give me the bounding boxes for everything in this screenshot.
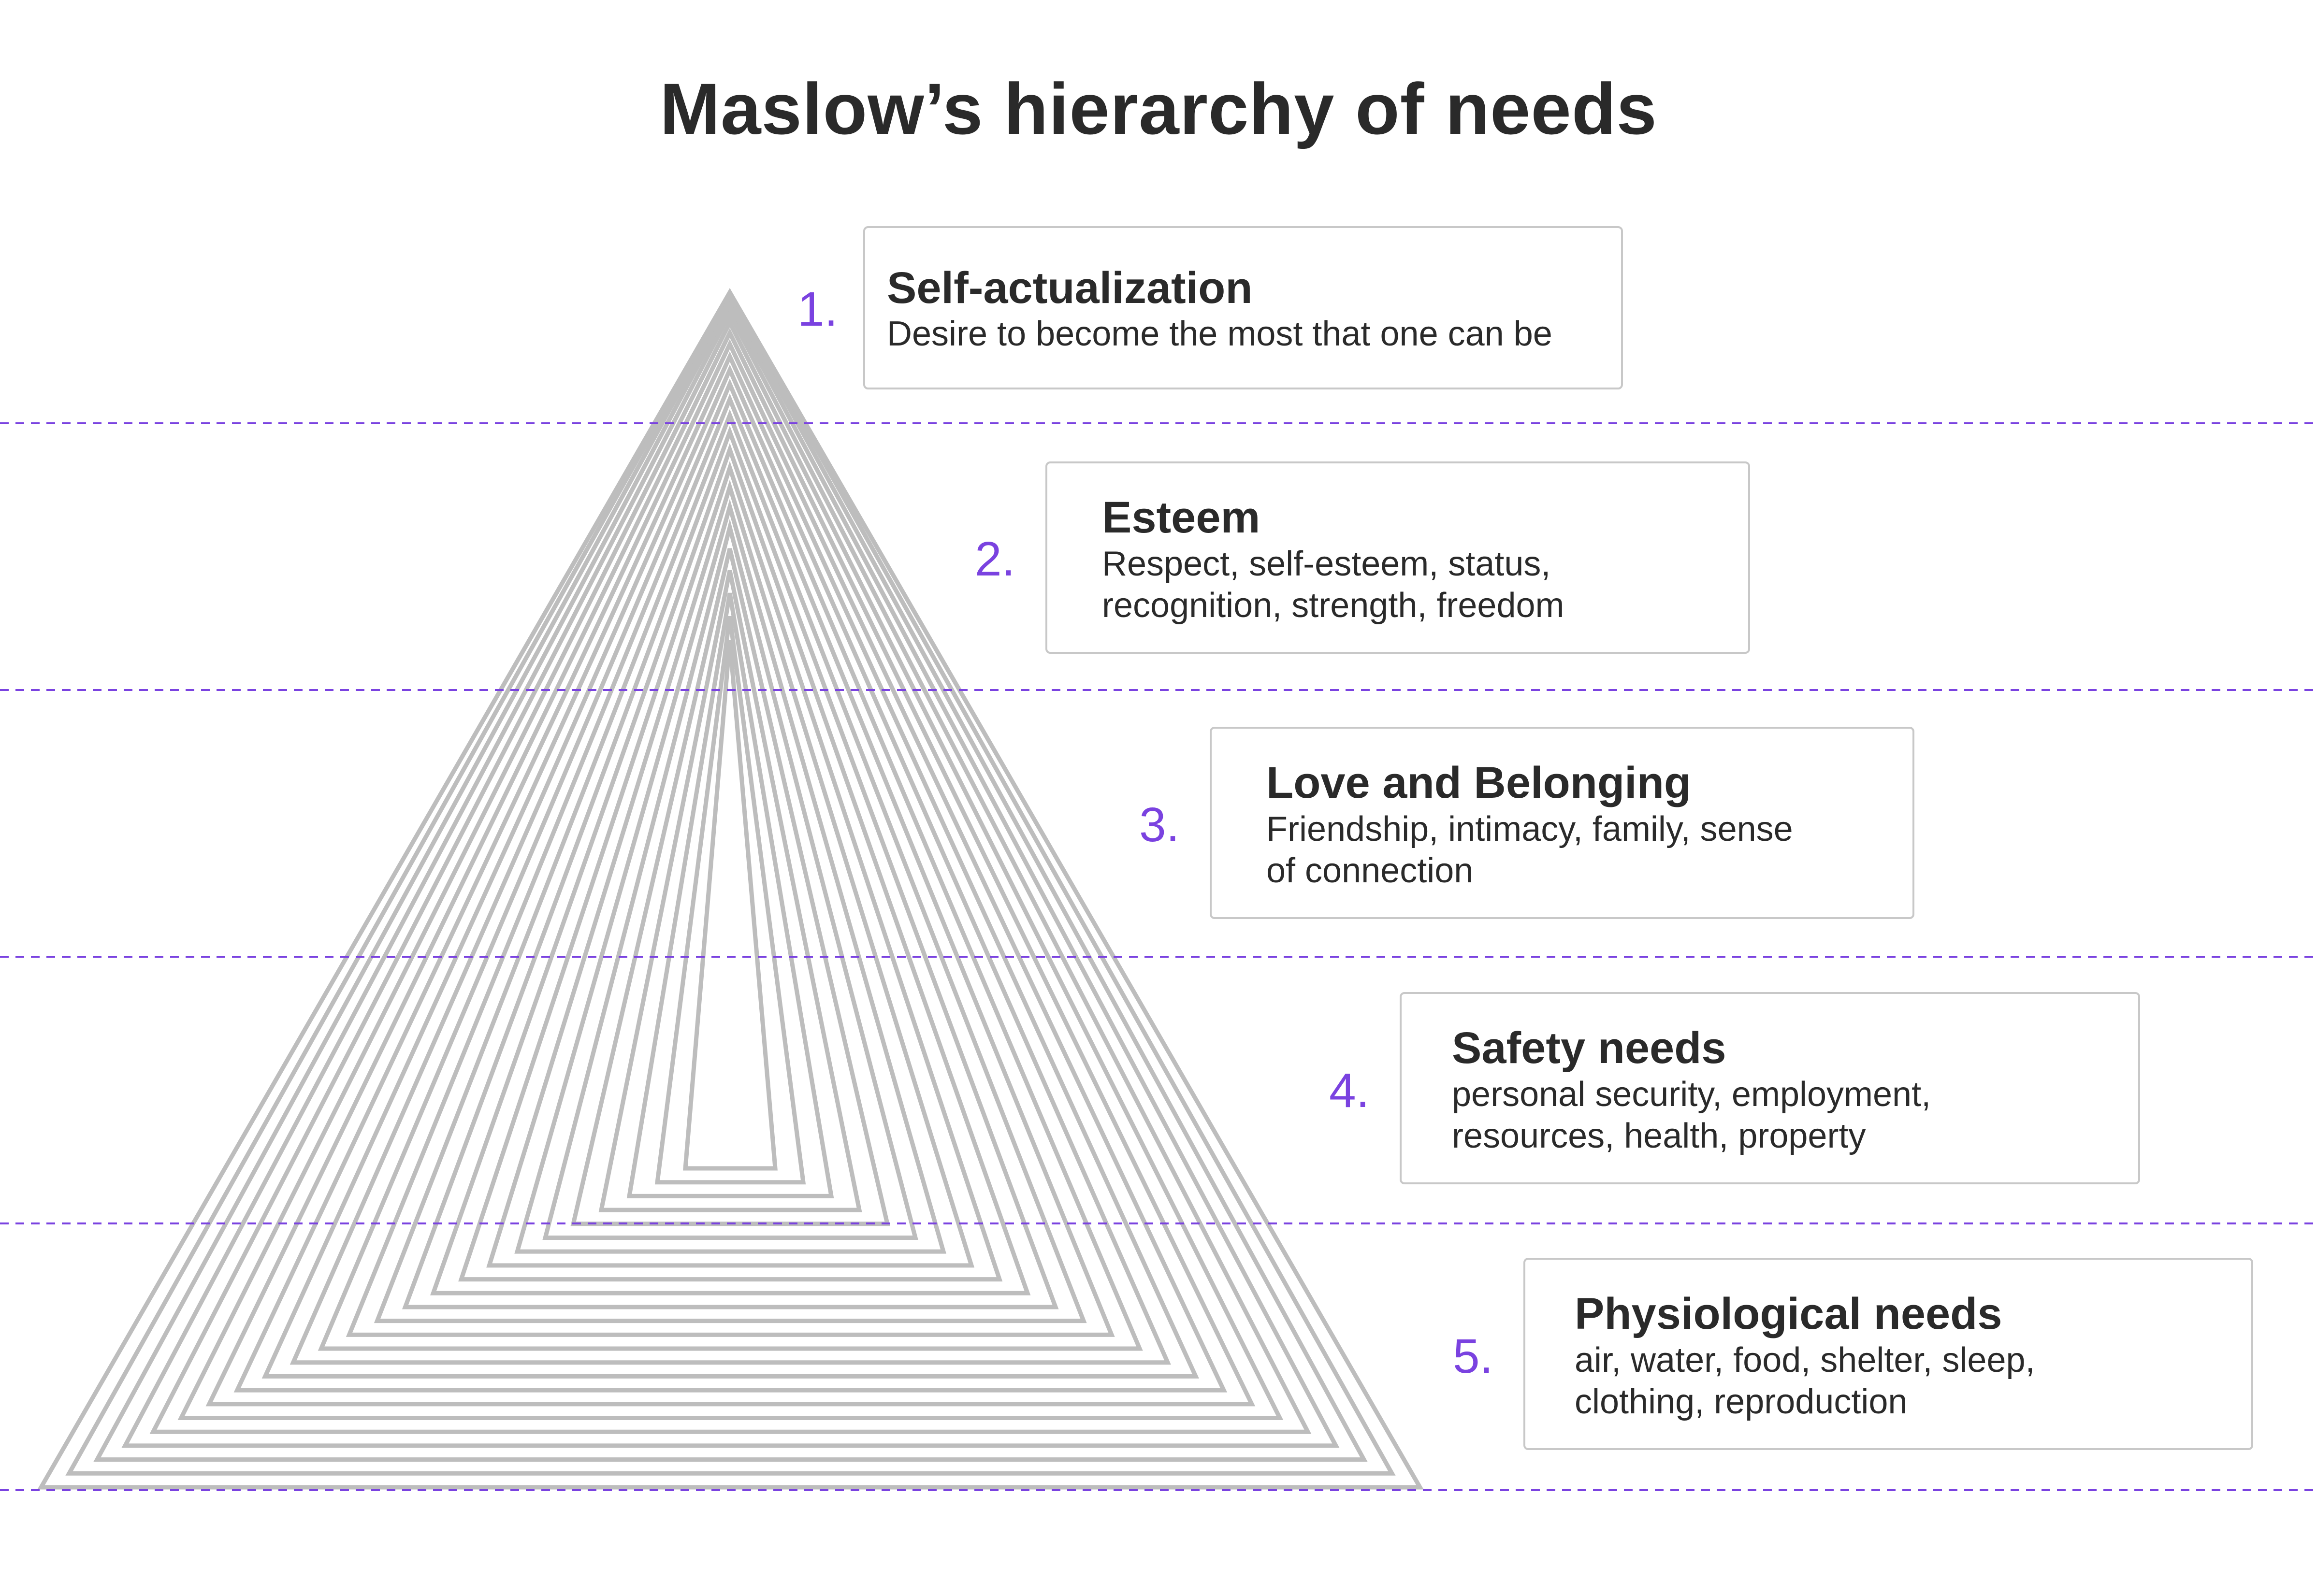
pyramid-layer-outline — [683, 640, 778, 1171]
level-description: personal security, employment, — [1452, 1075, 1931, 1114]
level-number: 1. — [797, 282, 838, 336]
level-description: air, water, food, shelter, sleep, — [1575, 1341, 2035, 1380]
pyramid-layer-outline — [654, 616, 806, 1185]
level-description: recognition, strength, freedom — [1102, 586, 1564, 625]
level-number: 2. — [975, 532, 1015, 586]
pyramid-layer-outline — [458, 461, 1003, 1282]
pyramid-layer-outline — [261, 351, 1200, 1379]
level-card-physiological-needs — [1523, 1258, 2253, 1450]
level-description: Friendship, intimacy, family, sense — [1266, 810, 1793, 848]
pyramid-layer-outline — [290, 364, 1171, 1365]
level-title: Esteem — [1102, 493, 1260, 542]
pyramid-layer-outline — [93, 295, 1368, 1462]
pyramid-layer-outline — [486, 479, 975, 1268]
level-title: Safety needs — [1452, 1023, 1726, 1073]
pyramid-layer-outline — [374, 409, 1087, 1323]
level-description: Desire to become the most that one can b… — [887, 315, 1552, 353]
pyramid-outline — [37, 288, 1424, 1490]
page-title: Maslow’s hierarchy of needs — [660, 68, 1657, 149]
level-description: of connection — [1266, 851, 1474, 890]
level-title: Love and Belonging — [1266, 758, 1692, 807]
level-description: resources, health, property — [1452, 1117, 1866, 1155]
pyramid-layer-outline — [514, 499, 946, 1254]
pyramid-layer-outline — [626, 592, 834, 1198]
level-title: Self-actualization — [887, 263, 1253, 313]
pyramid-layer-outline — [598, 570, 862, 1212]
pyramid-layer-outline — [542, 518, 918, 1240]
pyramid-layer-outline — [177, 317, 1284, 1421]
level-card-love-and-belonging — [1210, 727, 1914, 919]
pyramid-layer-outline — [233, 339, 1228, 1393]
pyramid-layer-outline — [346, 393, 1115, 1337]
level-card-self-actualization — [863, 226, 1623, 389]
level-number: 5. — [1453, 1329, 1493, 1383]
level-description: clothing, reproduction — [1575, 1382, 1908, 1421]
level-description: Respect, self-esteem, status, — [1102, 545, 1551, 583]
pyramid-layer-outline — [149, 309, 1312, 1434]
level-number: 3. — [1139, 798, 1180, 852]
pyramid-layer-outline — [37, 288, 1424, 1490]
pyramid-layer-outline — [318, 378, 1143, 1351]
pyramid-layer-outline — [121, 301, 1340, 1448]
level-number: 4. — [1329, 1064, 1370, 1118]
pyramid-layer-outline — [65, 290, 1396, 1476]
pyramid-layer-outline — [205, 328, 1256, 1407]
pyramid-layer-outline — [402, 426, 1059, 1309]
level-card-esteem — [1045, 461, 1750, 654]
pyramid-layer-outline — [430, 443, 1031, 1295]
level-card-safety-needs — [1400, 992, 2140, 1184]
level-title: Physiological needs — [1575, 1289, 2002, 1338]
